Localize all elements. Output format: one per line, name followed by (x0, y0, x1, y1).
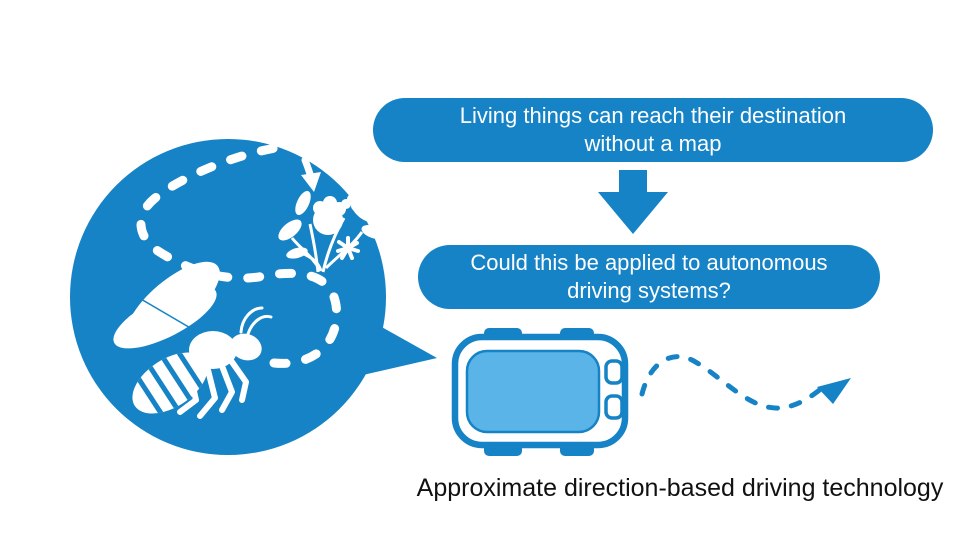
route-arrow-icon (639, 354, 851, 411)
flowers-icon (278, 190, 385, 273)
down-arrow-icon (598, 170, 668, 234)
bubble-living-things: Living things can reach their destinatio… (373, 98, 933, 162)
bubble-autonomous-question: Could this be applied to autonomous driv… (418, 245, 880, 309)
speech-circle-tail (354, 316, 437, 377)
car-icon (451, 328, 629, 456)
car-light-bottom (604, 394, 624, 420)
caption-text: Approximate direction-based driving tech… (416, 474, 944, 502)
bubble2-line2: driving systems? (567, 278, 731, 303)
car-light-top (604, 359, 624, 385)
car-window (465, 349, 601, 434)
bubble2-line1: Could this be applied to autonomous (470, 250, 828, 275)
bee-flight-path (136, 141, 342, 368)
bee-icon (113, 261, 273, 421)
bee-circle-group (70, 139, 437, 455)
flight-arrow-icon (301, 156, 321, 192)
bubble1-line1: Living things can reach their destinatio… (459, 103, 847, 128)
bubble1-line2: without a map (584, 131, 722, 156)
